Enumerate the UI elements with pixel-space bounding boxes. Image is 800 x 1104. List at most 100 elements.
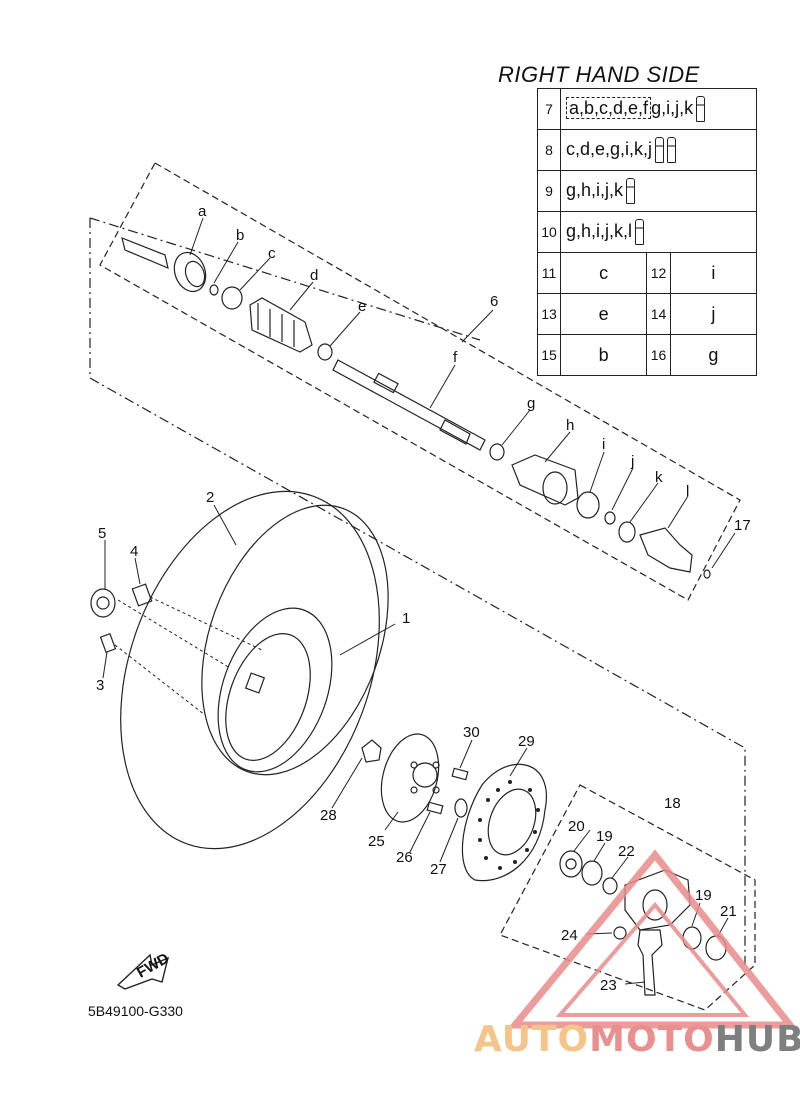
label-17: 17 [734, 517, 751, 534]
boot-band-e [317, 343, 333, 361]
label-b: b [236, 227, 244, 244]
label-l: l [686, 483, 689, 500]
label-2: 2 [206, 489, 214, 506]
pair-number: 13 [537, 293, 561, 335]
circlip-b [209, 284, 219, 296]
pair-number: 14 [646, 293, 671, 335]
label-6: 6 [490, 293, 498, 310]
row-number: 9 [537, 170, 561, 212]
watermark-triangle [507, 849, 798, 1029]
inner-cv-joint [639, 527, 693, 573]
label-27: 27 [430, 861, 447, 878]
brake-disc [461, 763, 547, 882]
row-contents: g,h,i,j,k,l [560, 211, 757, 253]
axle-nut [361, 739, 382, 763]
pair-number: 12 [646, 252, 671, 294]
hub-bolt [426, 801, 444, 815]
row-letters: g,i,j,k [651, 97, 694, 118]
label-i: i [602, 436, 605, 453]
pair-value: b [559, 334, 648, 376]
label-24: 24 [561, 927, 578, 944]
watermark-part-2: MOTO [589, 1019, 715, 1060]
table-row: 9 g,h,i,j,k [537, 170, 757, 212]
pair-number: 15 [537, 334, 561, 376]
outer-cv-joint [121, 237, 207, 293]
row-contents: g,h,i,j,k [560, 170, 757, 212]
boot-h [511, 454, 579, 506]
tire [120, 490, 380, 850]
pair-value: g [669, 334, 758, 376]
watermark-part-1: AUTO [474, 1019, 590, 1060]
row-number: 8 [537, 129, 561, 171]
grease-tube-icon [635, 219, 645, 245]
label-d: d [310, 267, 318, 284]
assembly-outline [89, 218, 746, 965]
label-23: 23 [600, 977, 617, 994]
label-h: h [566, 417, 574, 434]
fwd-arrow [116, 953, 170, 990]
table-row: 13 e 14 j [537, 293, 758, 335]
pair-value: e [559, 293, 648, 335]
hub-cap [90, 588, 116, 618]
label-c: c [268, 245, 276, 262]
grease-tube-icon [626, 178, 636, 204]
wheel-nut [131, 583, 153, 607]
grease-tube-icon [655, 137, 665, 163]
bearing-20 [559, 850, 583, 878]
label-e: e [358, 298, 366, 315]
circlip-17 [703, 569, 711, 579]
label-25: 25 [368, 833, 385, 850]
boot-d [249, 297, 313, 353]
grease-tube-icon [667, 137, 677, 163]
label-30: 30 [463, 724, 480, 741]
grease-tube-icon [696, 96, 706, 122]
label-19a: 19 [596, 828, 613, 845]
table-row: 8 c,d,e,g,i,k,j [537, 129, 757, 171]
wheel-hub [380, 733, 440, 823]
circlip-24 [613, 926, 627, 940]
fwd-label: FWD [134, 950, 172, 982]
o-ring [454, 798, 468, 818]
seal-22 [602, 877, 618, 895]
label-j: j [630, 453, 634, 470]
knuckle-box [499, 784, 756, 1011]
label-18: 18 [664, 795, 681, 812]
drawing-code: 5B49100-G330 [88, 1003, 183, 1019]
pair-number: 11 [537, 252, 561, 294]
label-29: 29 [518, 733, 535, 750]
pair-value: j [669, 293, 758, 335]
bearing-19b [682, 926, 702, 950]
label-k: k [655, 469, 663, 486]
boot-band-i [576, 491, 600, 519]
watermark-text: AUTOMOTOHUB [474, 1019, 800, 1060]
circlip-j [604, 511, 616, 525]
disc-bolt [451, 767, 469, 781]
label-a: a [198, 203, 207, 220]
label-26: 26 [396, 849, 413, 866]
row-number: 10 [537, 211, 561, 253]
table-row: 15 b 16 g [537, 334, 758, 376]
pair-value: i [669, 252, 758, 294]
pair-number: 16 [646, 334, 671, 376]
label-3: 3 [96, 677, 104, 694]
row-letters: g,h,i,j,k,l [566, 220, 633, 241]
row-letters: c,d,e,g,i,k,j [566, 138, 653, 159]
wheel-rim [217, 607, 333, 773]
label-20: 20 [568, 818, 585, 835]
label-1: 1 [402, 610, 410, 627]
pair-value: c [559, 252, 648, 294]
boot-band-c [221, 286, 243, 310]
label-g: g [527, 395, 535, 412]
table-row: 11 c 12 i [537, 252, 758, 294]
row-contents: c,d,e,g,i,k,j [560, 129, 757, 171]
watermark-part-3: HUB [714, 1019, 800, 1060]
ball-joint-23 [637, 929, 663, 996]
label-4: 4 [130, 543, 138, 560]
label-28: 28 [320, 807, 337, 824]
label-19b: 19 [695, 887, 712, 904]
label-22: 22 [618, 843, 635, 860]
